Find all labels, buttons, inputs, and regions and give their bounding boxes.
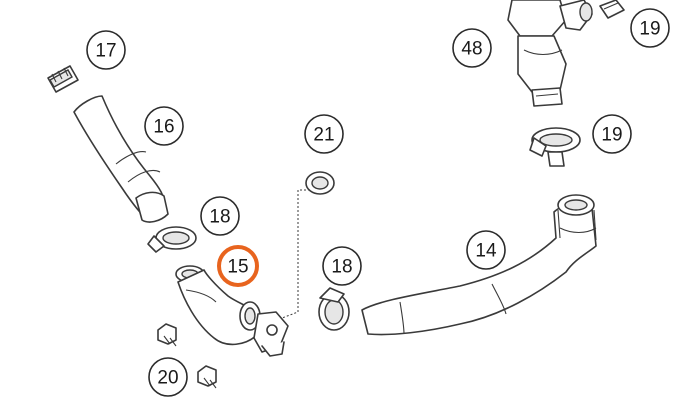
callout-15-highlighted: 15	[217, 245, 259, 287]
callout-14: 14	[466, 230, 506, 270]
hose-part-14	[361, 194, 597, 336]
callout-16: 16	[144, 106, 184, 146]
callout-48-label: 48	[461, 39, 482, 60]
bolt-part-20-upper	[157, 323, 177, 347]
clamp-part-18-left	[147, 226, 197, 253]
callout-18-right-label: 18	[331, 257, 352, 278]
callout-18-left: 18	[200, 196, 240, 236]
callout-19-middle: 19	[592, 114, 632, 154]
callout-20: 20	[148, 357, 188, 397]
callout-17: 17	[86, 30, 126, 70]
hose-part-16	[73, 95, 169, 223]
callout-19-middle-label: 19	[601, 125, 622, 146]
thermostat-part-48	[507, 0, 593, 107]
bolt-part-20-lower	[197, 365, 217, 389]
callout-16-label: 16	[153, 117, 174, 138]
clamp-part-18-right	[318, 287, 350, 331]
callout-19-top-label: 19	[639, 19, 660, 40]
callout-21-label: 21	[313, 125, 334, 146]
callout-48: 48	[452, 28, 492, 68]
callout-21: 21	[304, 114, 344, 154]
clamp-part-17	[47, 65, 79, 93]
callout-17-label: 17	[95, 41, 116, 62]
o-ring-part-21	[281, 171, 335, 319]
callout-14-label: 14	[475, 241, 497, 262]
callout-19-top: 19	[630, 8, 670, 48]
callout-20-label: 20	[157, 368, 178, 389]
callout-18-right: 18	[322, 246, 362, 286]
callout-18-left-label: 18	[209, 207, 230, 228]
callout-15-label: 15	[227, 257, 248, 278]
clamp-part-19-top	[599, 0, 625, 19]
pipe-fitting-part-15	[175, 265, 289, 357]
clamp-part-19-middle	[529, 127, 581, 167]
